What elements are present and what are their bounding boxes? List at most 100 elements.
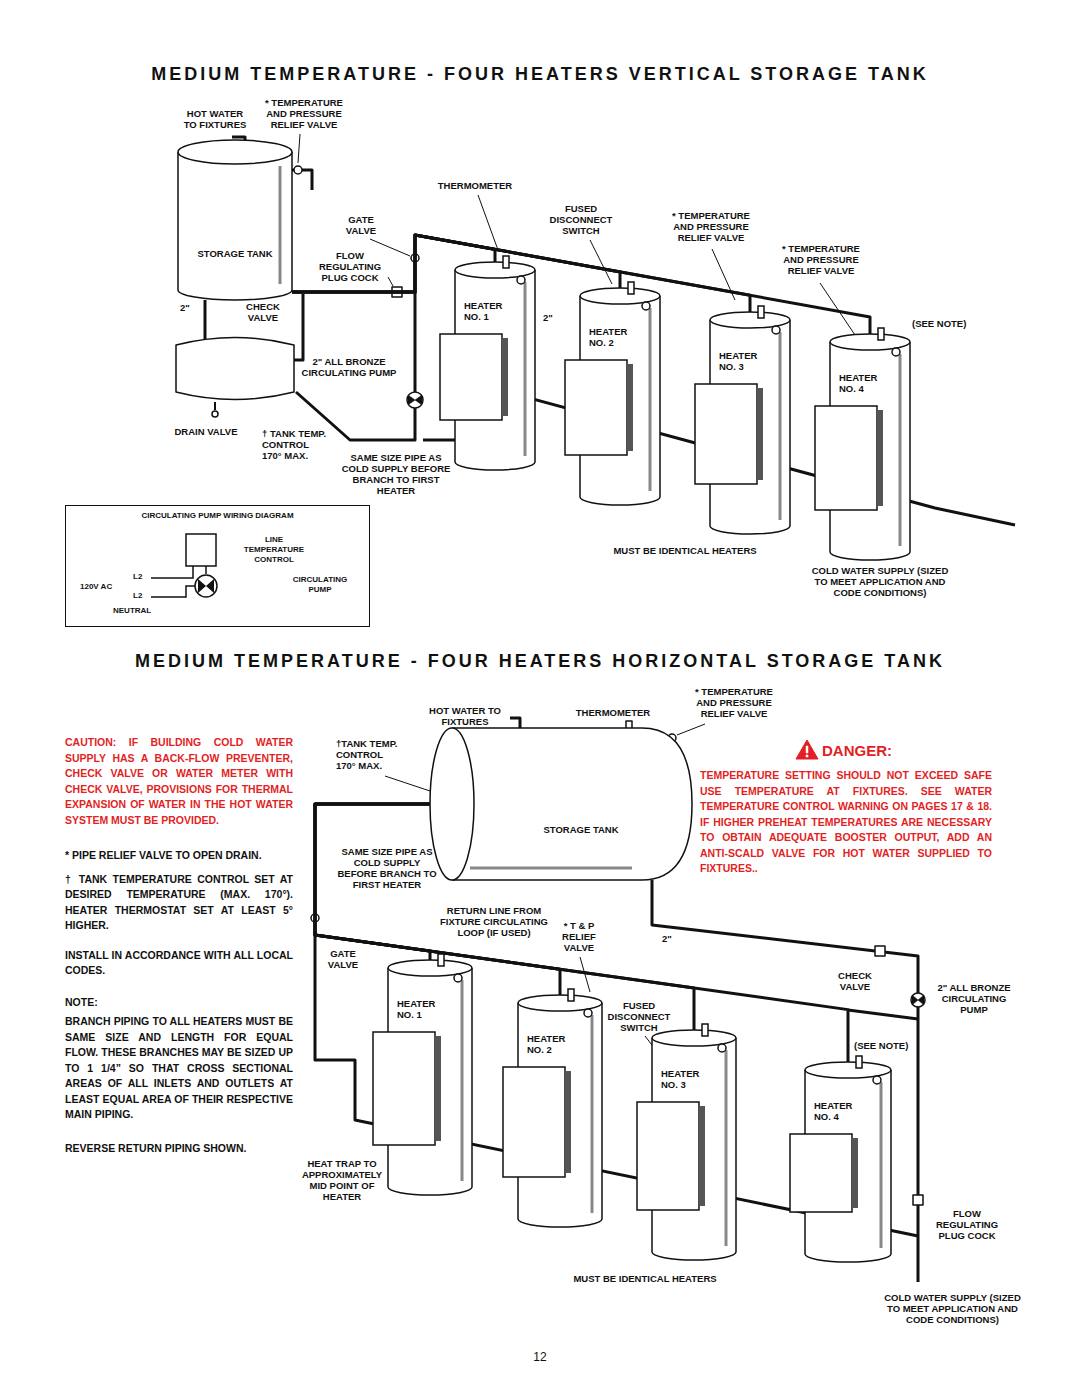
node-label: STORAGE TANK xyxy=(178,248,292,259)
callout-label: MUST BE IDENTICAL HEATERS xyxy=(595,545,775,556)
control-panel-side xyxy=(627,364,633,451)
warning-icon xyxy=(796,740,818,759)
leader-line xyxy=(590,240,612,284)
wire xyxy=(151,566,193,578)
water-heater: HEATER NO. 3 xyxy=(710,312,790,534)
callout-label: FUSED DISCONNECT SWITCH xyxy=(545,203,617,236)
control-panel xyxy=(637,1102,699,1210)
leader-line xyxy=(388,277,393,286)
callout-label: * TEMPERATURE AND PRESSURE RELIEF VALVE xyxy=(775,243,867,276)
storage-tank: STORAGE TANK xyxy=(178,140,292,300)
warning-icon xyxy=(806,755,808,757)
leader-line xyxy=(478,195,498,250)
node-label: CIRCULATING PUMP WIRING DIAGRAM xyxy=(66,511,369,521)
node-label: HEATER NO. 4 xyxy=(839,372,889,394)
callout-label: FLOW REGULATING PLUG COCK xyxy=(314,250,386,283)
note-text: NOTE: xyxy=(65,995,293,1011)
callout-label: 2" xyxy=(662,933,682,944)
water-heater: HEATER NO. 4 xyxy=(830,334,910,560)
tank-end xyxy=(430,728,474,880)
pipe xyxy=(294,294,303,360)
note-text: REVERSE RETURN PIPING SHOWN. xyxy=(65,1141,293,1157)
node-outline xyxy=(518,995,602,1227)
storage-tank: STORAGE TANK xyxy=(430,728,692,880)
heater-top xyxy=(580,288,660,304)
relief-valve-symbol xyxy=(294,166,302,174)
callout-label: NEUTRAL xyxy=(113,606,163,616)
callout-label: * TEMPERATURE AND PRESSURE RELIEF VALVE xyxy=(688,686,780,719)
thermometer-symbol xyxy=(503,256,509,268)
heater-shading xyxy=(779,332,782,520)
note-text: BRANCH PIPING TO ALL HEATERS MUST BE SAM… xyxy=(65,1014,293,1123)
node-outline xyxy=(805,1062,891,1262)
pump-symbol xyxy=(911,993,925,1007)
callout-label: L2 xyxy=(133,572,149,582)
pump-symbol xyxy=(912,995,924,1005)
heater-shading xyxy=(899,354,902,546)
water-heater: HEATER NO. 1 xyxy=(455,262,535,470)
danger-text: TEMPERATURE SETTING SHOULD NOT EXCEED SA… xyxy=(700,768,992,877)
tank-outline xyxy=(452,728,692,880)
heater-shading xyxy=(649,308,652,491)
callout-label: RETURN LINE FROM FIXTURE CIRCULATING LOO… xyxy=(436,905,552,938)
heater-shading xyxy=(461,980,464,1181)
node-label: HEATER NO. 3 xyxy=(719,350,769,372)
warning-icon xyxy=(806,746,808,753)
control-box xyxy=(186,534,216,566)
leader-line xyxy=(677,724,705,735)
callout-label: GATE VALVE xyxy=(322,948,364,970)
node-label: HEATER NO. 2 xyxy=(589,326,639,348)
callout-label: * T & P RELIEF VALVE xyxy=(556,920,602,953)
thermometer-symbol xyxy=(878,328,884,340)
heater-shading xyxy=(524,282,527,456)
page-number: 12 xyxy=(0,1352,1080,1363)
callout-label: (SEE NOTE) xyxy=(854,1040,914,1051)
callout-label: THERMOMETER xyxy=(568,707,658,718)
relief-valve-symbol xyxy=(772,326,780,334)
thermometer-symbol xyxy=(568,989,574,1001)
drain-valve-symbol xyxy=(212,411,218,417)
node-outline xyxy=(455,262,535,470)
thermometer-symbol xyxy=(628,282,634,294)
callout-label: COLD WATER SUPPLY (SIZED TO MEET APPLICA… xyxy=(880,1292,1025,1325)
heater-shading xyxy=(591,1015,594,1213)
control-panel xyxy=(440,334,502,420)
control-panel xyxy=(695,384,757,484)
wire xyxy=(151,586,195,597)
thermometer-symbol xyxy=(856,1056,862,1068)
control-panel xyxy=(373,1032,435,1145)
leader-line xyxy=(385,776,433,792)
node-label: HEATER NO. 2 xyxy=(527,1033,577,1055)
callout-label: 120V AC xyxy=(80,582,126,592)
node-outline xyxy=(580,288,660,505)
callout-label: 2" xyxy=(543,312,563,323)
node-outline xyxy=(66,506,369,626)
control-panel-side xyxy=(502,338,508,416)
callout-label: †TANK TEMP. CONTROL 170° MAX. xyxy=(336,738,400,771)
control-panel xyxy=(815,406,877,510)
water-heater: HEATER NO. 2 xyxy=(518,995,602,1227)
heater-top xyxy=(830,334,910,350)
callout-label: (SEE NOTE) xyxy=(912,318,976,329)
pump-bowtie xyxy=(198,579,214,593)
callout-label: CHECK VALVE xyxy=(238,301,288,323)
node-outline xyxy=(178,140,292,300)
callout-label: FUSED DISCONNECT SWITCH xyxy=(603,1000,675,1033)
node-label: HEATER NO. 4 xyxy=(814,1100,864,1122)
callout-label: * TEMPERATURE AND PRESSURE RELIEF VALVE xyxy=(258,97,350,130)
section-heading: MEDIUM TEMPERATURE - FOUR HEATERS HORIZO… xyxy=(0,650,1080,672)
tank-top xyxy=(178,140,292,164)
tank-shading xyxy=(470,867,632,870)
node-outline xyxy=(652,1030,736,1260)
tank-outline xyxy=(178,152,292,300)
notes-column: CAUTION: IF BUILDING COLD WATER SUPPLY H… xyxy=(65,735,293,1156)
control-panel-side xyxy=(699,1106,705,1206)
callout-label: GATE VALVE xyxy=(340,214,382,236)
leader-line xyxy=(298,134,300,163)
note-text: INSTALL IN ACCORDANCE WITH ALL LOCAL COD… xyxy=(65,948,293,979)
relief-valve-symbol xyxy=(642,302,650,310)
control-panel-side xyxy=(565,1071,571,1173)
relief-valve-symbol xyxy=(517,276,525,284)
node-outline xyxy=(830,334,910,560)
control-panel-side xyxy=(852,1138,858,1208)
